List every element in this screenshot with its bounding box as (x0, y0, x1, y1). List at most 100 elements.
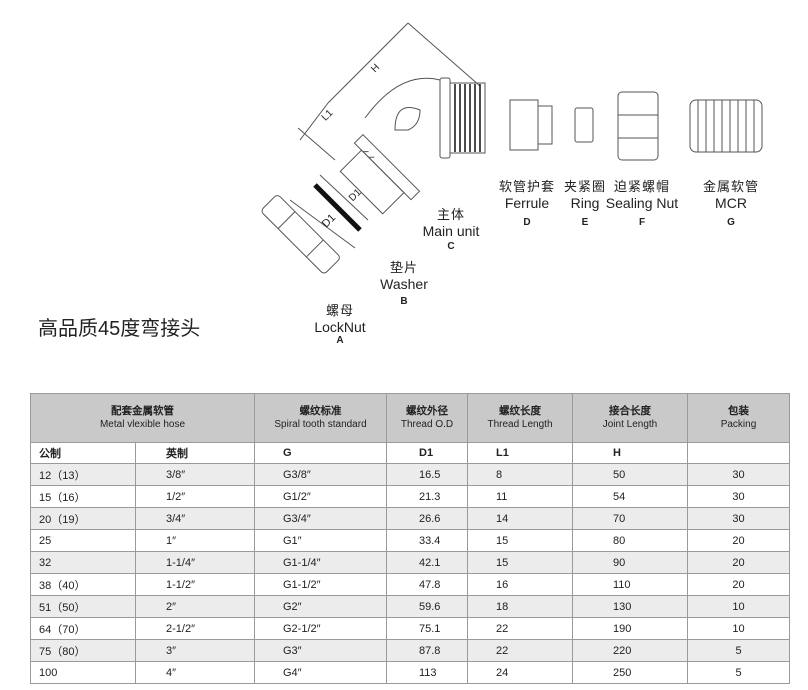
table-cell: 250 (572, 661, 688, 684)
table-cell: 2″ (135, 595, 255, 618)
metal-hose-drawing (689, 99, 763, 153)
table-cell: 33.4 (386, 529, 468, 552)
subheader-cell: 公制 (30, 442, 136, 464)
table-cell: 18 (467, 595, 573, 618)
table-cell: 54 (572, 485, 688, 508)
table-cell: 21.3 (386, 485, 468, 508)
table-cell: G1-1/4″ (254, 551, 387, 574)
table-cell: 24 (467, 661, 573, 684)
table-cell: 15 (467, 551, 573, 574)
table-cell: 75.1 (386, 617, 468, 640)
table-cell: 15（16） (30, 485, 136, 508)
table-cell: 4″ (135, 661, 255, 684)
locknut-drawing (261, 195, 340, 274)
table-cell: 5 (687, 639, 790, 662)
table-cell: 25 (30, 529, 136, 552)
table-cell: 16 (467, 573, 573, 596)
table-cell: 130 (572, 595, 688, 618)
table-cell: 14 (467, 507, 573, 530)
dimension-lines (289, 22, 481, 249)
table-cell: 20 (687, 529, 790, 552)
table-cell: 220 (572, 639, 688, 662)
table-cell: 11 (467, 485, 573, 508)
table-cell: 15 (467, 529, 573, 552)
table-cell: 32 (30, 551, 136, 574)
table-cell: 26.6 (386, 507, 468, 530)
table-cell: 38（40） (30, 573, 136, 596)
product-title: 高品质45度弯接头 (38, 318, 201, 340)
table-cell: 16.5 (386, 463, 468, 486)
table-cell: 22 (467, 639, 573, 662)
table-cell: 22 (467, 617, 573, 640)
table-cell: 75（80） (30, 639, 136, 662)
table-cell: 1″ (135, 529, 255, 552)
table-cell: 1-1/2″ (135, 573, 255, 596)
table-cell: 1-1/4″ (135, 551, 255, 574)
table-cell: 5 (687, 661, 790, 684)
subheader-cell: H (572, 442, 688, 464)
table-cell: G3″ (254, 639, 387, 662)
table-cell: G1/2″ (254, 485, 387, 508)
table-cell: G4″ (254, 661, 387, 684)
ferrule-drawing (509, 99, 553, 151)
table-cell: 3/4″ (135, 507, 255, 530)
table-cell: 8 (467, 463, 573, 486)
subheader-cell: L1 (467, 442, 573, 464)
table-cell: 10 (687, 617, 790, 640)
table-cell: 51（50） (30, 595, 136, 618)
table-cell: 30 (687, 485, 790, 508)
table-cell: 100 (30, 661, 136, 684)
table-cell: 110 (572, 573, 688, 596)
table-cell: G3/4″ (254, 507, 387, 530)
table-cell: G1″ (254, 529, 387, 552)
table-cell: 64（70） (30, 617, 136, 640)
table-cell: 30 (687, 507, 790, 530)
table-cell: 10 (687, 595, 790, 618)
main-unit-drawing (339, 77, 486, 215)
table-cell: 12（13） (30, 463, 136, 486)
table-cell: 20 (687, 573, 790, 596)
table-cell: 70 (572, 507, 688, 530)
table-cell: 30 (687, 463, 790, 486)
table-cell: 42.1 (386, 551, 468, 574)
washer-drawing (313, 183, 362, 232)
table-cell: G3/8″ (254, 463, 387, 486)
table-cell: 113 (386, 661, 468, 684)
table-cell: 90 (572, 551, 688, 574)
table-cell: 20（19） (30, 507, 136, 530)
table-cell: 190 (572, 617, 688, 640)
exploded-diagram (261, 22, 763, 274)
table-cell: 50 (572, 463, 688, 486)
table-cell: 80 (572, 529, 688, 552)
subheader-cell (687, 442, 790, 464)
ring-drawing (574, 107, 594, 143)
subheader-cell: G (254, 442, 387, 464)
table-cell: 47.8 (386, 573, 468, 596)
table-cell: 3/8″ (135, 463, 255, 486)
table-cell: G2-1/2″ (254, 617, 387, 640)
table-cell: G1-1/2″ (254, 573, 387, 596)
